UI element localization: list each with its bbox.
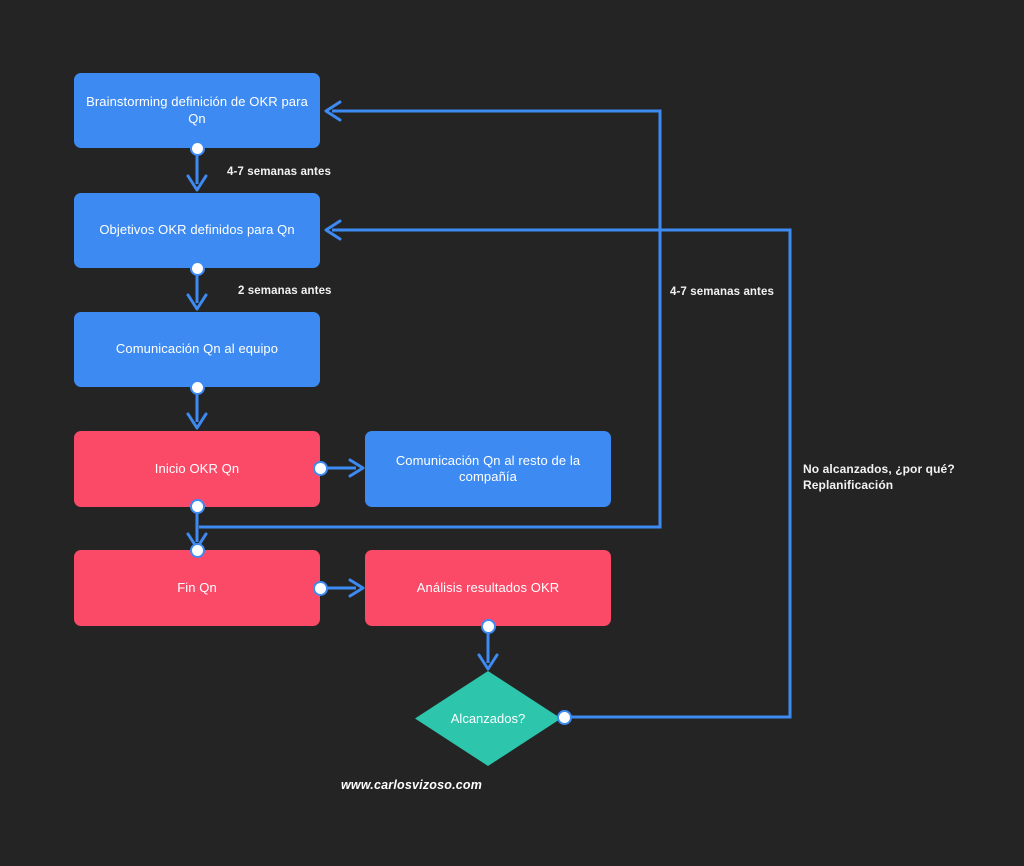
node-label: Brainstorming definición de OKR para Qn xyxy=(86,94,308,126)
node-label: Inicio OKR Qn xyxy=(154,460,240,476)
port-alcanzados-right[interactable] xyxy=(556,709,572,725)
port-inicio-okr-bottom[interactable] xyxy=(189,498,205,514)
node-label: Comunicación Qn al equipo xyxy=(115,341,279,357)
node-decision-alcanzados[interactable]: Alcanzados? xyxy=(415,671,561,766)
node-label: Alcanzados? xyxy=(450,711,526,726)
node-brainstorming[interactable]: Brainstorming definición de OKR para Qn xyxy=(74,73,320,148)
node-fin-qn[interactable]: Fin Qn xyxy=(74,550,320,626)
node-label: Fin Qn xyxy=(177,579,217,595)
node-analisis-resultados[interactable]: Análisis resultados OKR xyxy=(365,550,611,626)
edge-objetivos-to-comunicacion-equipo xyxy=(186,270,208,311)
watermark-url: www.carlosvizoso.com xyxy=(341,778,483,792)
node-label: Objetivos OKR definidos para Qn xyxy=(99,222,295,238)
port-brainstorming-bottom[interactable] xyxy=(189,140,205,156)
port-fin-qn-right[interactable] xyxy=(312,580,328,596)
node-objetivos-okr[interactable]: Objetivos OKR definidos para Qn xyxy=(74,193,320,268)
edge-label-4-7-semanas-top: 4-7 semanas antes xyxy=(227,166,331,178)
node-label: Análisis resultados OKR xyxy=(416,579,560,595)
edge-label-2-semanas: 2 semanas antes xyxy=(238,285,332,297)
port-comunicacion-equipo-bottom[interactable] xyxy=(189,379,205,395)
node-label: Comunicación Qn al resto de la compañía xyxy=(395,452,581,484)
edge-brainstorming-to-objetivos xyxy=(186,150,208,192)
node-inicio-okr[interactable]: Inicio OKR Qn xyxy=(74,431,320,507)
edge-label-4-7-semanas-right: 4-7 semanas antes xyxy=(670,286,774,298)
node-comunicacion-compania[interactable]: Comunicación Qn al resto de la compañía xyxy=(365,431,611,507)
port-objetivos-bottom[interactable] xyxy=(189,260,205,276)
note-no-alcanzados: No alcanzados, ¿por qué? Replanificación xyxy=(803,462,955,493)
edge-inicio-okr-to-comunicacion-compania xyxy=(327,458,365,478)
port-fin-qn-top[interactable] xyxy=(189,542,205,558)
edge-fin-qn-to-analisis xyxy=(327,578,365,598)
edge-analisis-to-alcanzados xyxy=(477,628,499,671)
node-comunicacion-equipo[interactable]: Comunicación Qn al equipo xyxy=(74,312,320,387)
port-analisis-bottom[interactable] xyxy=(480,618,496,634)
edge-comunicacion-equipo-to-inicio-okr xyxy=(186,389,208,430)
port-inicio-okr-right[interactable] xyxy=(312,460,328,476)
